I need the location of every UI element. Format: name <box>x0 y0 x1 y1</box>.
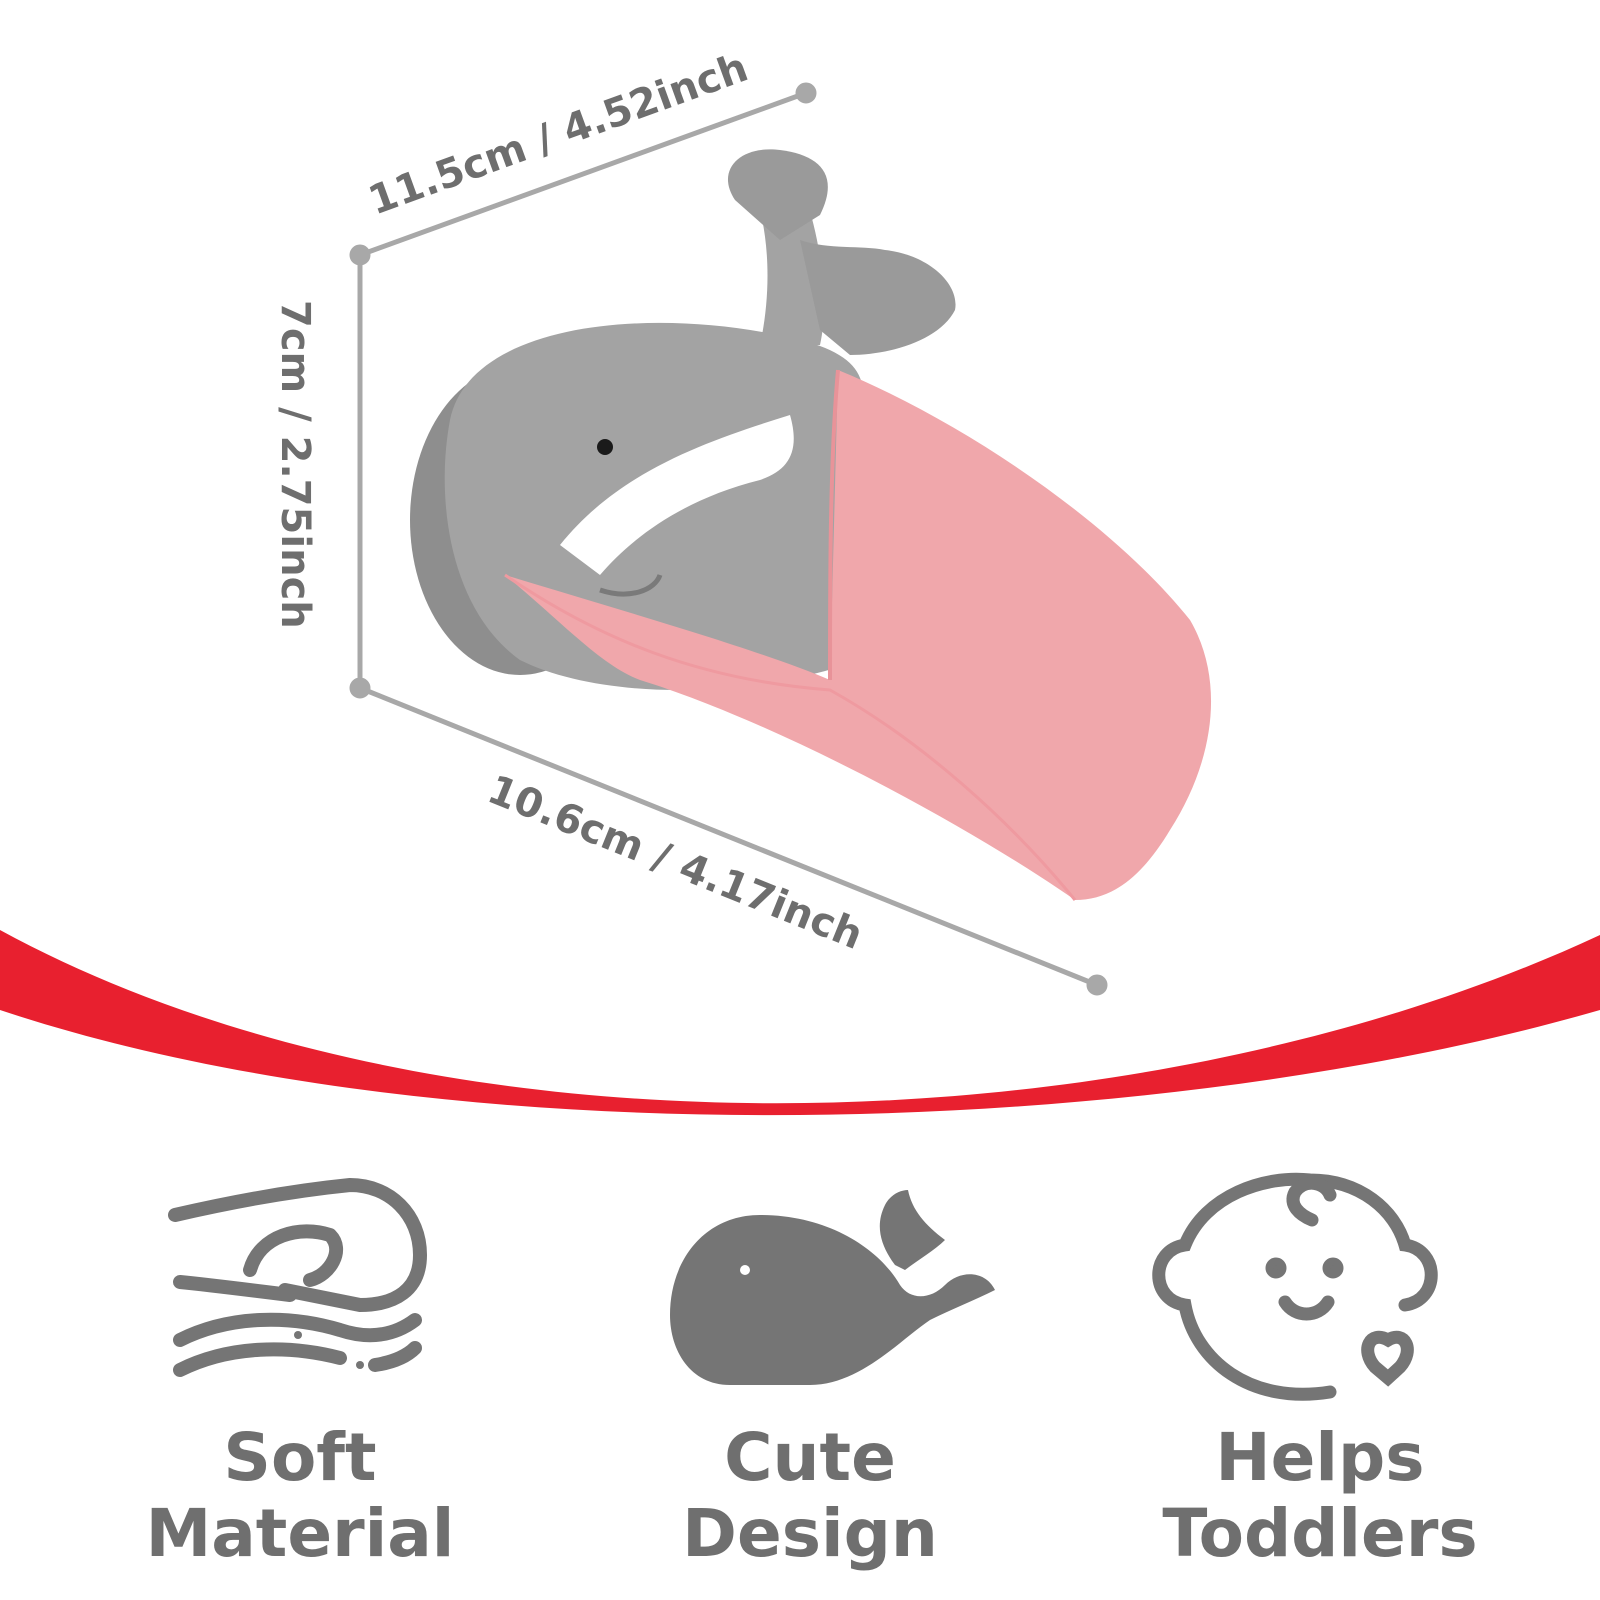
feature-cute-line1: Cute <box>724 1419 896 1496</box>
feature-helps-toddlers-label: Helps Toddlers <box>1130 1420 1510 1572</box>
feature-soft-line2: Material <box>145 1495 455 1572</box>
dimension-bottom-label: 10.6cm / 4.17inch <box>481 767 869 959</box>
feature-helps-line2: Toddlers <box>1162 1495 1478 1572</box>
feature-cute-design-label: Cute Design <box>620 1420 1000 1572</box>
whale-spout-product <box>410 149 1212 901</box>
red-swoosh-band <box>0 930 1600 1116</box>
feature-cute-line2: Design <box>682 1495 938 1572</box>
dimension-side-label: 7cm / 2.75inch <box>272 300 318 629</box>
dimension-lines <box>349 82 1108 996</box>
baby-face-icon <box>1152 1172 1438 1401</box>
feature-helps-line1: Helps <box>1215 1419 1425 1496</box>
hand-water-icon <box>168 1178 427 1377</box>
feature-soft-line1: Soft <box>223 1419 377 1496</box>
whale-icon <box>670 1190 995 1385</box>
feature-soft-material-label: Soft Material <box>110 1420 490 1572</box>
